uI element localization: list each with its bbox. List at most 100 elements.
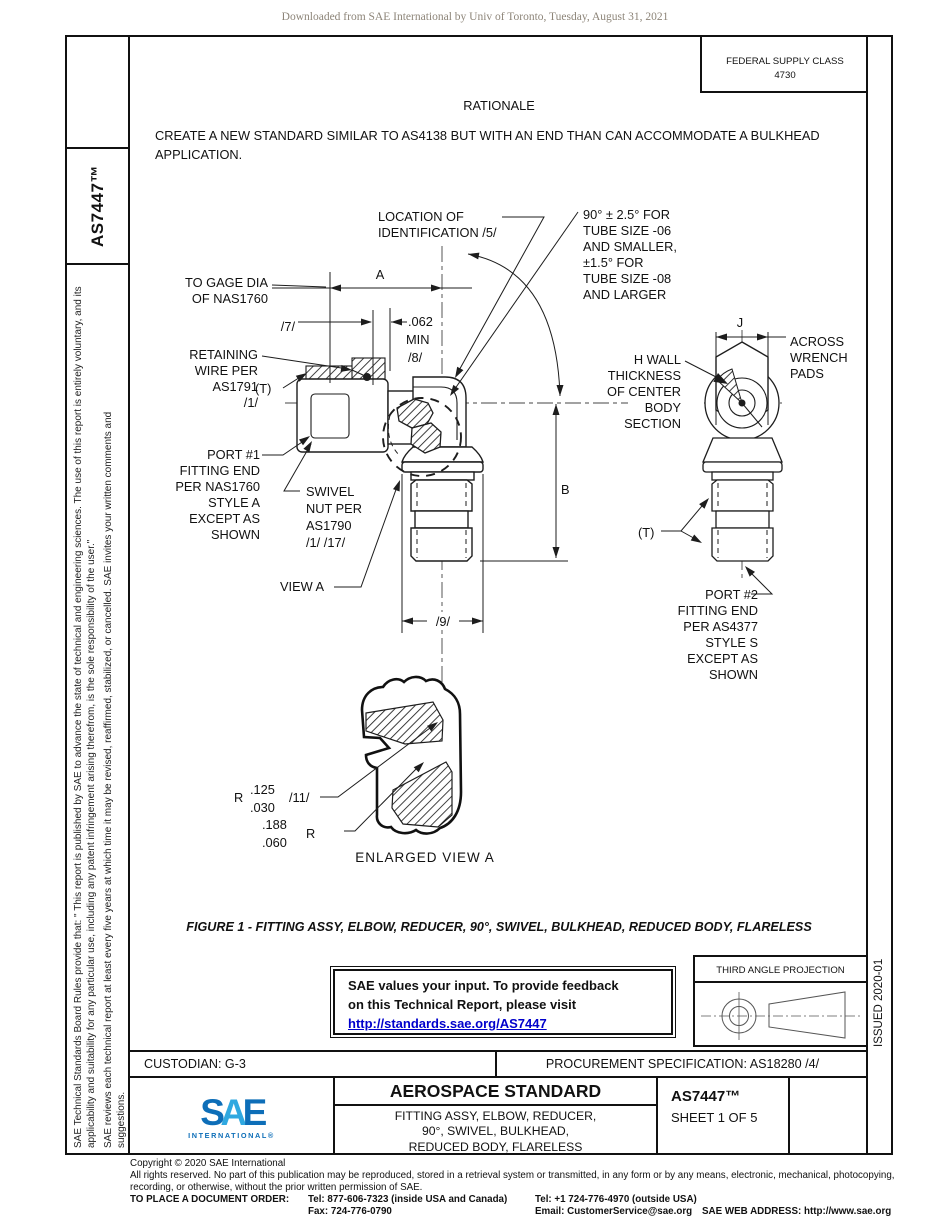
dim-min: MIN xyxy=(406,332,429,347)
label-port1-6: SHOWN xyxy=(211,527,260,542)
label-r1-top: .125 xyxy=(250,782,275,797)
label-angle-2: TUBE SIZE -06 xyxy=(583,223,671,238)
fsc-value: 4730 xyxy=(774,69,796,81)
figure1-drawing: LOCATION OF IDENTIFICATION /5/ 90° ± 2.5… xyxy=(175,207,848,865)
label-hwall-5: SECTION xyxy=(624,416,681,431)
doc-number: AS7447™ xyxy=(671,1088,741,1105)
enlarged-view-caption: ENLARGED VIEW A xyxy=(355,850,495,865)
label-across-2: WRENCH xyxy=(790,350,848,365)
dim-j: J xyxy=(737,315,743,330)
label-port1-4: STYLE A xyxy=(208,495,260,510)
doc-subtitle-2: 90°, SWIVEL, BULKHEAD, xyxy=(421,1124,570,1139)
dim-062: .062 xyxy=(408,314,433,329)
label-t-right: (T) xyxy=(638,525,654,540)
label-port1-2: FITTING END xyxy=(180,463,260,478)
feedback-line-1: SAE values your input. To provide feedba… xyxy=(348,978,619,993)
label-gage-1: TO GAGE DIA xyxy=(185,275,268,290)
fax: Fax: 724-776-0790 xyxy=(308,1206,392,1217)
dim-b: B xyxy=(561,482,570,497)
label-across-1: ACROSS xyxy=(790,334,844,349)
logo-letter-a: A xyxy=(220,1091,247,1133)
rights-line-2: recording, or otherwise, without the pri… xyxy=(130,1182,423,1193)
order-label: TO PLACE A DOCUMENT ORDER: xyxy=(130,1194,290,1205)
feedback-line-2: on this Technical Report, please visit xyxy=(348,996,577,1012)
view-a-detail-circle xyxy=(382,397,462,477)
end-view-hex xyxy=(702,341,783,562)
label-port2-2: FITTING END xyxy=(678,603,758,618)
dim-a: A xyxy=(376,267,385,282)
rationale-body: CREATE A NEW STANDARD SIMILAR TO AS4138 … xyxy=(155,128,820,163)
fsc-label: FEDERAL SUPPLY CLASS xyxy=(726,56,844,67)
label-port1-5: EXCEPT AS xyxy=(189,511,260,526)
label-angle-4: ±1.5° FOR xyxy=(583,255,644,270)
label-location-2: IDENTIFICATION /5/ xyxy=(378,225,497,240)
sheet-number: SHEET 1 OF 5 xyxy=(671,1110,758,1125)
sae-logo: SAE INTERNATIONAL® xyxy=(130,1078,335,1155)
label-port2-4: STYLE S xyxy=(705,635,758,650)
label-swivel-2: NUT PER xyxy=(306,501,362,516)
label-retaining-3: AS1791 xyxy=(212,379,258,394)
title-block: CUSTODIAN: G-3 PROCUREMENT SPECIFICATION… xyxy=(130,1050,868,1155)
label-across-3: PADS xyxy=(790,366,824,381)
sidebar-disclaimer-1: SAE Technical Standards Board Rules prov… xyxy=(73,286,98,1148)
label-port1-3: PER NAS1760 xyxy=(175,479,260,494)
doc-type-title: AEROSPACE STANDARD xyxy=(335,1078,656,1106)
label-angle-5: TUBE SIZE -08 xyxy=(583,271,671,286)
doc-number-sidebar-box: AS7447™ xyxy=(65,147,130,265)
logo-subtext: INTERNATIONAL® xyxy=(188,1130,275,1140)
issued-column-divider xyxy=(866,35,868,1155)
logo-letter-s: S xyxy=(200,1091,225,1133)
label-angle-1: 90° ± 2.5° FOR xyxy=(583,207,670,222)
label-r2-bot: .060 xyxy=(262,835,287,850)
label-port1-1: PORT #1 xyxy=(207,447,260,462)
label-angle-6: AND LARGER xyxy=(583,287,666,302)
email: Email: CustomerService@sae.org xyxy=(535,1206,693,1217)
sidebar-divider xyxy=(128,35,130,1155)
label-hwall-4: BODY xyxy=(645,400,682,415)
label-port2-5: EXCEPT AS xyxy=(687,651,758,666)
label-r1-note: /11/ xyxy=(289,790,310,805)
label-port2-1: PORT #2 xyxy=(705,587,758,602)
arrowheads xyxy=(295,252,768,773)
rationale-title: RATIONALE xyxy=(463,98,535,113)
label-r1: R xyxy=(234,790,243,805)
doc-number-vertical: AS7447™ xyxy=(87,165,107,247)
sidebar-disclaimer-2: SAE reviews each technical report at lea… xyxy=(103,411,128,1148)
label-hwall-3: OF CENTER xyxy=(607,384,681,399)
label-retaining-2: WIRE PER xyxy=(195,363,258,378)
label-port2-6: SHOWN xyxy=(709,667,758,682)
download-notice: Downloaded from SAE International by Uni… xyxy=(281,11,669,23)
third-angle-symbol xyxy=(701,991,861,1040)
figure-caption: FIGURE 1 - FITTING ASSY, ELBOW, REDUCER,… xyxy=(186,920,812,934)
third-angle-projection-box: THIRD ANGLE PROJECTION xyxy=(693,955,868,1047)
label-location-1: LOCATION OF xyxy=(378,209,464,224)
procurement-cell: PROCUREMENT SPECIFICATION: AS18280 /4/ xyxy=(545,1057,820,1071)
issued-date: ISSUED 2020-01 xyxy=(873,958,885,1047)
sheet-border xyxy=(65,35,893,1155)
doc-subtitle-1: FITTING ASSY, ELBOW, REDUCER, xyxy=(394,1109,597,1123)
tel-inside: Tel: 877-606-7323 (inside USA and Canada… xyxy=(308,1194,508,1205)
label-r2-top: .188 xyxy=(262,817,287,832)
label-retaining-4: /1/ xyxy=(244,395,259,410)
label-r2: R xyxy=(306,826,315,841)
dim-7: /7/ xyxy=(281,319,296,334)
label-view-a: VIEW A xyxy=(280,579,325,594)
label-retaining-1: RETAINING xyxy=(189,347,258,362)
retaining-wire-dot xyxy=(363,373,371,381)
dim-9: /9/ xyxy=(436,614,451,629)
logo-letter-e: E xyxy=(242,1091,268,1133)
projection-title: THIRD ANGLE PROJECTION xyxy=(695,957,866,983)
legal-block: Copyright © 2020 SAE International All r… xyxy=(130,1158,940,1219)
feedback-link[interactable]: http://standards.sae.org/AS7447 xyxy=(348,1015,547,1031)
label-hwall-1: H WALL xyxy=(634,352,681,367)
rights-line-1: All rights reserved. No part of this pub… xyxy=(130,1170,895,1181)
label-swivel-4: /1/ /17/ xyxy=(306,535,346,550)
dim-8: /8/ xyxy=(408,350,423,365)
label-swivel-3: AS1790 xyxy=(306,518,352,533)
feedback-box: SAE values your input. To provide feedba… xyxy=(330,966,676,1038)
label-hwall-2: THICKNESS xyxy=(608,368,681,383)
custodian-cell: CUSTODIAN: G-3 xyxy=(130,1052,497,1076)
label-gage-2: OF NAS1760 xyxy=(192,291,268,306)
label-swivel-1: SWIVEL xyxy=(306,484,354,499)
